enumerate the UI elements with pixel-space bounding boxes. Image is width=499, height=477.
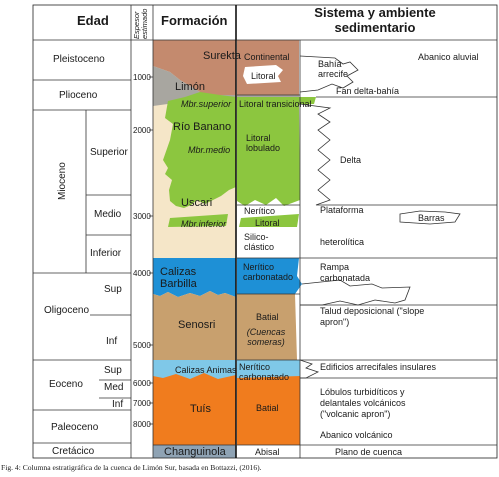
sub-inferior: Inferior — [90, 248, 122, 259]
sub-eocene-sup: Sup — [104, 365, 122, 376]
depth-ticks — [149, 76, 153, 425]
formation-calizas-animas: Calizas Animas — [175, 365, 237, 375]
env-litoral-transicional: Litoral transicional — [239, 99, 312, 109]
environment-column — [237, 40, 316, 445]
senosri-fill — [153, 291, 236, 360]
depth-2000: 2000 — [133, 126, 151, 135]
env-cuencas-someras: (Cuencas someras) — [246, 327, 286, 348]
formation-calizas-barbilla: Calizas Barbilla — [160, 266, 197, 291]
env-neritico-carbonatado: Nerítico carbonatado — [243, 262, 294, 283]
mbr-inferior-fill — [168, 214, 228, 227]
surekta-fill — [153, 40, 236, 95]
grid-lines — [32, 4, 498, 459]
sys-plataforma: Plataforma — [320, 205, 364, 215]
sys-plano-cuenca: Plano de cuenca — [335, 447, 403, 457]
changuinola-fill — [153, 445, 236, 458]
formation-mbr-medio: Mbr.medio — [188, 145, 231, 155]
env-neritico-carbonatado-2: Nerítico carbonatado — [239, 362, 290, 382]
sys-delta: Delta — [340, 155, 362, 165]
sys-heterolitica: heterolítica — [320, 237, 365, 247]
sub-eocene-inf: Inf — [112, 399, 124, 410]
env-litoral-small-fill — [239, 214, 299, 227]
rio-banano-fill — [163, 92, 236, 208]
depth-3000: 3000 — [133, 212, 151, 221]
formation-mbr-inferior: Mbr.inferior — [181, 219, 227, 229]
formation-uscari: Uscari — [181, 197, 213, 209]
sys-abanico-aluvial: Abanico aluvial — [418, 52, 479, 62]
depth-4000: 4000 — [133, 269, 151, 278]
depth-8000: 8000 — [133, 420, 151, 429]
env-rio-banano-fill — [237, 104, 300, 206]
sys-edificios: Edificios arrecifales insulares — [320, 362, 437, 372]
figure-caption: Fig. 4: Columna estratigráfica de la cue… — [1, 463, 262, 472]
sub-oligocene-sup: Sup — [104, 284, 122, 295]
formation-mbr-superior: Mbr.superior — [181, 99, 232, 109]
rampa-outline — [300, 279, 411, 306]
tuis-fill — [153, 373, 236, 445]
depth-1000: 1000 — [133, 73, 151, 82]
epoch-oligocene: Oligoceno — [44, 305, 90, 316]
system-lines — [299, 55, 497, 379]
env-litoral-lobulado: Litoral lobulado — [246, 133, 281, 154]
calizas-barbilla-fill — [153, 258, 236, 297]
epoch-cretaceous: Cretácico — [52, 446, 95, 457]
formation-senosri: Senosri — [178, 319, 216, 331]
edificios-outline — [299, 359, 320, 379]
depth-5000: 5000 — [133, 341, 151, 350]
depth-7000: 7000 — [133, 399, 151, 408]
epoch-pleistocene: Pleistoceno — [53, 54, 105, 65]
sys-abanico-volcanico: Abanico volcánico — [320, 430, 393, 440]
sys-fan-delta: Fan delta-bahía — [336, 86, 400, 96]
header-formation: Formación — [161, 13, 228, 28]
depth-6000: 6000 — [133, 379, 151, 388]
sys-barras: Barras — [418, 213, 445, 223]
env-litoral-small: Litoral — [255, 218, 280, 228]
env-barbilla-fill — [237, 258, 302, 294]
env-continental: Continental — [244, 52, 290, 62]
header-age: Edad — [77, 13, 109, 28]
sub-eocene-med: Med — [104, 382, 124, 393]
sys-lobulos: Lóbulos turbidíticos y delantales volcán… — [320, 387, 406, 419]
env-batial: Batial — [256, 403, 279, 413]
env-neritico: Nerítico — [244, 206, 276, 216]
bahia-outline — [299, 55, 359, 93]
formation-column — [153, 40, 236, 458]
sys-bahia-arrecife: Bahía arrecife — [318, 59, 349, 79]
sub-medio: Medio — [94, 209, 122, 220]
header-thickness: Espesor estimado — [132, 8, 149, 39]
barras-outline — [399, 210, 461, 225]
epoch-eocene: Eoceno — [49, 379, 83, 390]
formation-limon: Limón — [175, 81, 205, 93]
formation-rio-banano: Río Banano — [173, 121, 232, 133]
sys-rampa: Rampa carbonatada — [320, 262, 371, 283]
env-boundaries — [237, 94, 300, 361]
env-senosri-fill — [237, 294, 297, 360]
formation-surekta: Surekta — [203, 50, 241, 62]
epoch-pliocene: Plioceno — [59, 90, 98, 101]
sys-talud: Talud deposicional ("slope apron") — [320, 306, 425, 327]
env-litoral: Litoral — [251, 71, 276, 81]
epoch-miocene: Mioceno — [57, 162, 68, 200]
env-tuis-fill — [237, 376, 300, 445]
header-environment: Sistema y ambiente sedimentario — [314, 5, 436, 35]
formation-tuis: Tuís — [190, 403, 211, 415]
sub-oligocene-inf: Inf — [106, 336, 118, 347]
env-batial-cuencas: Batial — [256, 312, 279, 322]
formation-changuinola: Changuinola — [164, 446, 226, 458]
epoch-paleocene: Paleoceno — [51, 422, 99, 433]
delta-outline — [299, 103, 497, 206]
env-silicoclastico: Silico-clástico — [244, 232, 275, 253]
env-litoral-fill — [243, 65, 283, 84]
sub-superior: Superior — [90, 147, 128, 158]
env-abisal: Abisal — [255, 447, 280, 457]
